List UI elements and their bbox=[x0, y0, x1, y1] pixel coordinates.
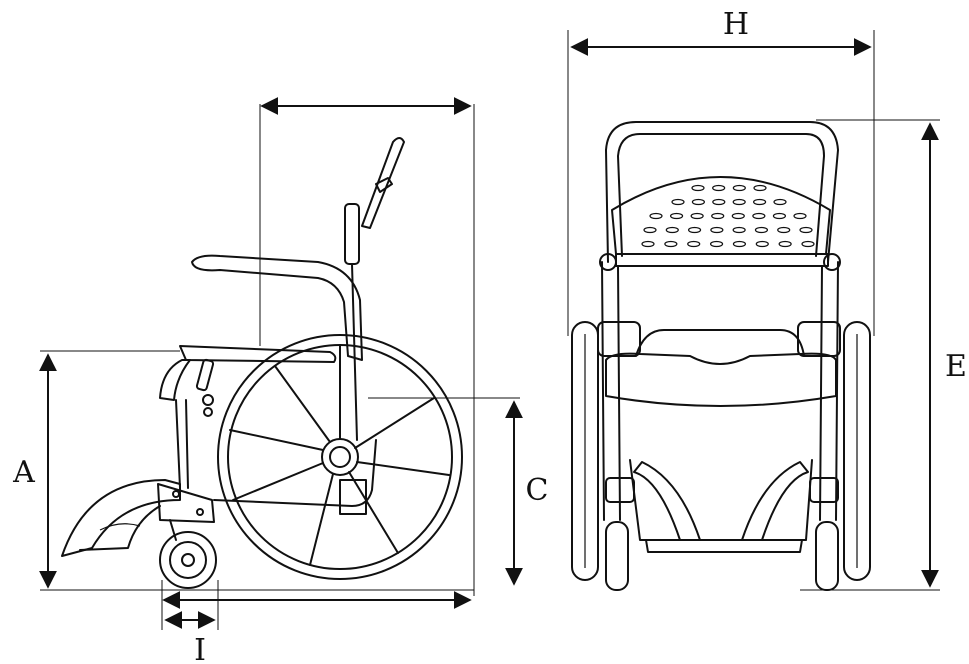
side-view-dimensions: A C I bbox=[12, 97, 549, 664]
backrest-hole bbox=[773, 198, 787, 206]
backrest-hole bbox=[731, 212, 745, 220]
backrest-hole bbox=[801, 240, 815, 248]
back-post bbox=[351, 263, 358, 441]
backrest-hole bbox=[755, 240, 769, 248]
backrest-hole bbox=[752, 212, 766, 220]
footrest-detail bbox=[99, 523, 141, 531]
foot-paddle-right bbox=[741, 461, 809, 541]
push-handle bbox=[361, 137, 405, 229]
front-post-inner bbox=[185, 399, 189, 489]
seat-front bbox=[605, 352, 837, 407]
front-view-dimensions: H E bbox=[567, 7, 967, 591]
label-e: E bbox=[945, 349, 967, 384]
brake-right bbox=[809, 477, 839, 503]
backrest-hole bbox=[669, 212, 684, 220]
foot-paddle-left bbox=[633, 461, 701, 541]
backrest-hole bbox=[671, 198, 685, 206]
label-c: C bbox=[526, 473, 549, 508]
lower-crossbar bbox=[645, 539, 803, 553]
caster-left bbox=[605, 521, 629, 591]
caster-right bbox=[815, 521, 839, 591]
backrest-hole bbox=[691, 198, 706, 206]
label-a: A bbox=[12, 455, 35, 490]
backrest-hole bbox=[643, 226, 657, 234]
backrest-hole bbox=[710, 226, 724, 234]
wheel-left bbox=[571, 321, 599, 581]
lower-frame bbox=[213, 439, 377, 507]
backrest-hole bbox=[732, 184, 746, 192]
backrest-hole bbox=[799, 226, 813, 234]
armrest bbox=[191, 254, 363, 361]
backrest-hole bbox=[691, 184, 705, 192]
backrest-hole bbox=[732, 198, 746, 206]
backrest-hole bbox=[687, 240, 701, 248]
footrest-outer bbox=[61, 479, 181, 557]
backrest-hole bbox=[732, 226, 746, 234]
brake-left bbox=[605, 477, 635, 503]
backrest-holes bbox=[641, 184, 815, 248]
side-view-chair bbox=[61, 137, 463, 589]
caster-fork bbox=[169, 519, 177, 541]
post-left-outer bbox=[601, 261, 605, 521]
backrest-hole bbox=[753, 184, 767, 192]
bolt-1 bbox=[172, 490, 180, 498]
backrest-hole bbox=[793, 212, 807, 220]
footrest-inner bbox=[79, 505, 161, 551]
backrest-bar bbox=[615, 253, 829, 267]
backrest-hole bbox=[732, 240, 747, 248]
backrest-hole bbox=[665, 226, 679, 234]
rear-wheel-tire bbox=[217, 334, 463, 580]
backrest-hole bbox=[754, 226, 769, 234]
backrest-side bbox=[344, 203, 360, 265]
post-right-inner bbox=[819, 265, 823, 521]
brake-lever-top bbox=[375, 177, 393, 193]
backrest-hole bbox=[752, 198, 767, 206]
side-lever bbox=[195, 358, 215, 392]
backrest-panel bbox=[611, 176, 831, 255]
seat-front bbox=[159, 359, 191, 401]
backrest-hole bbox=[690, 212, 704, 220]
backrest-hole bbox=[709, 240, 724, 248]
seat bbox=[179, 345, 337, 363]
back-frame-inner bbox=[617, 133, 825, 257]
wheel-right bbox=[843, 321, 871, 581]
bolt-2 bbox=[196, 508, 204, 516]
seat-back bbox=[635, 329, 805, 357]
backrest-hole bbox=[641, 240, 655, 248]
lever-knob-2 bbox=[203, 407, 213, 417]
backrest-hole bbox=[778, 240, 792, 248]
front-post bbox=[175, 399, 181, 489]
label-i: I bbox=[194, 633, 206, 664]
rear-wheel-axle bbox=[329, 446, 351, 468]
lower-frame bbox=[629, 459, 813, 541]
caster-wheel-inner bbox=[169, 541, 207, 579]
knob-right bbox=[823, 253, 841, 271]
backrest-hole bbox=[777, 226, 791, 234]
backrest-hole bbox=[649, 212, 663, 220]
armrest-right bbox=[797, 321, 841, 357]
caster-wheel-outer bbox=[159, 531, 217, 589]
rear-wheel-hub bbox=[321, 438, 359, 476]
backrest-hole bbox=[711, 212, 725, 220]
back-frame-outer bbox=[605, 121, 839, 263]
backrest-hole bbox=[712, 198, 726, 206]
rear-wheel-spokes bbox=[229, 344, 450, 566]
post-left-inner bbox=[617, 265, 621, 521]
caster-hub bbox=[181, 553, 195, 567]
backrest-hole bbox=[687, 226, 702, 234]
lever-knob bbox=[202, 394, 214, 406]
backrest-hole bbox=[772, 212, 787, 220]
caster-bracket bbox=[157, 483, 215, 523]
front-view-chair bbox=[571, 121, 871, 591]
backrest-hole bbox=[712, 184, 726, 192]
label-h: H bbox=[723, 7, 749, 42]
wheel-mount bbox=[339, 479, 367, 515]
backrest-hole bbox=[664, 240, 678, 248]
knob-left bbox=[599, 253, 617, 271]
